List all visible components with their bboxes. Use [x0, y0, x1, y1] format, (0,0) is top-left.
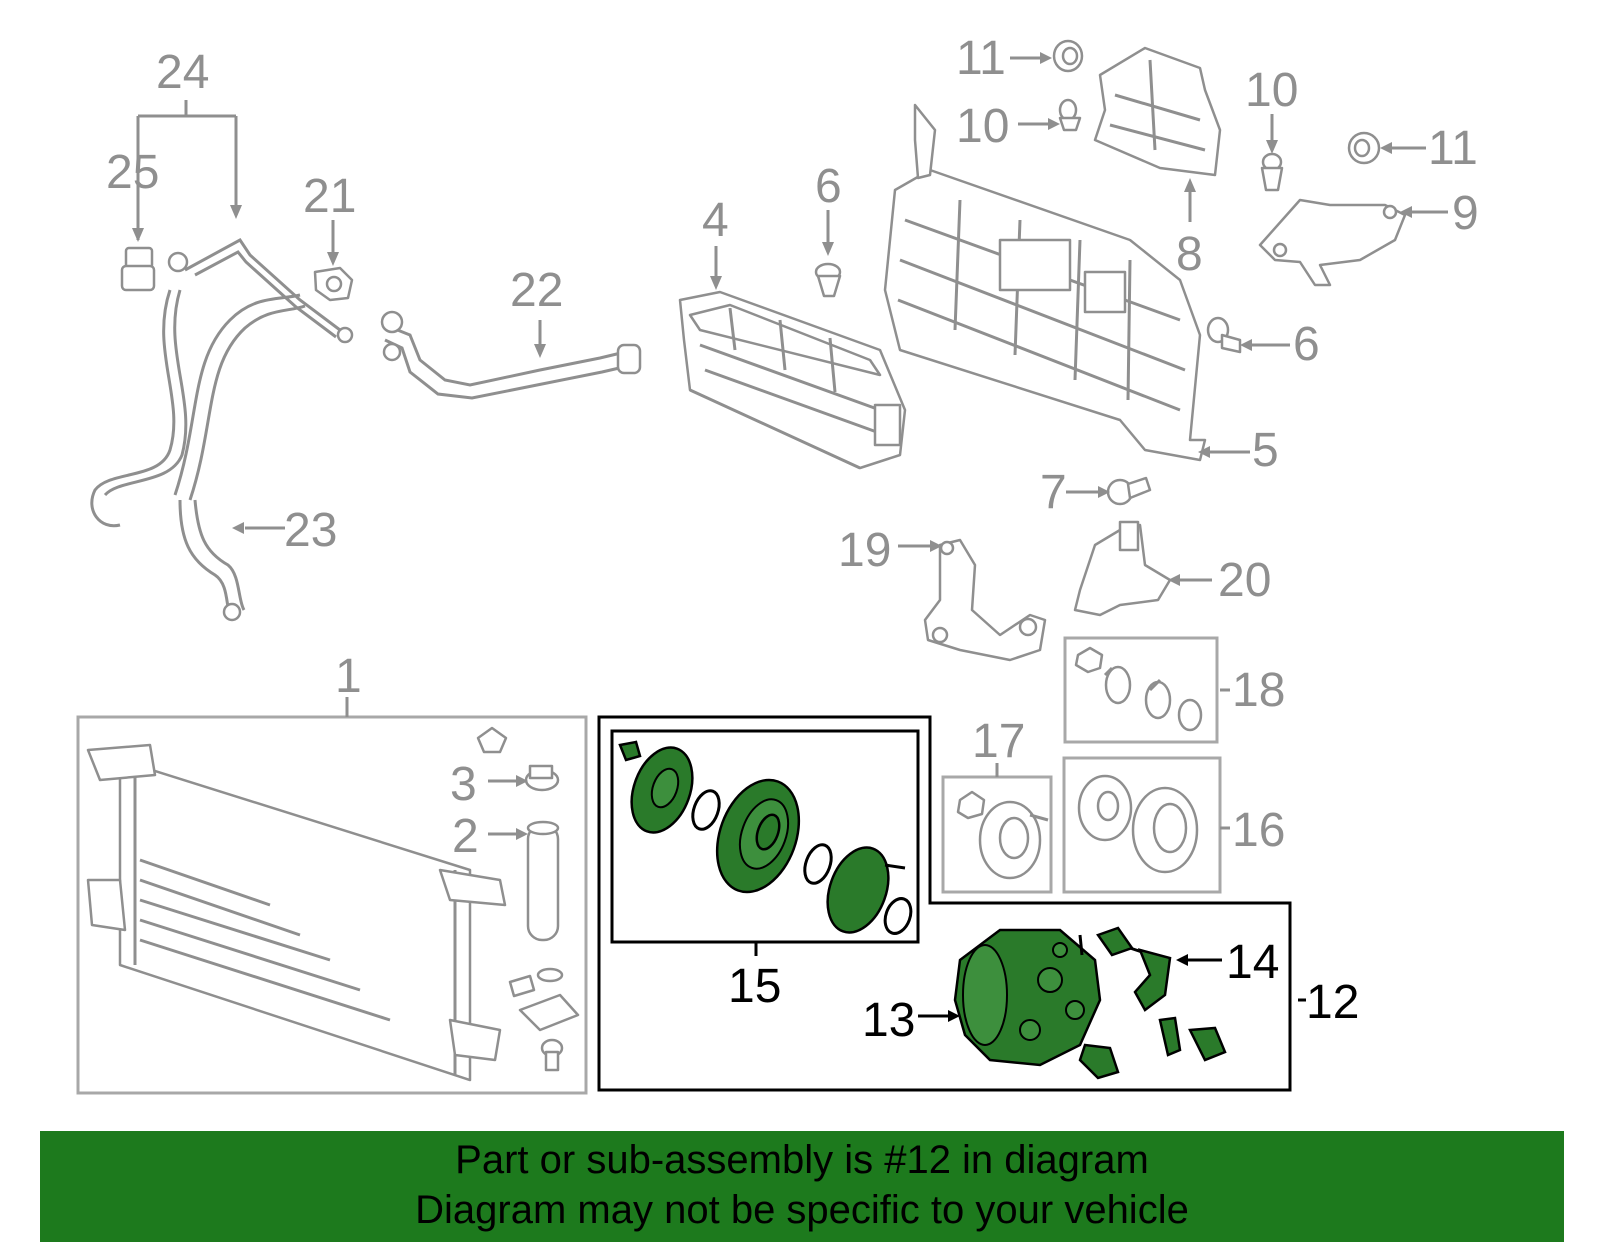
callout-2: 2 — [452, 810, 479, 863]
callout-11b: 11 — [1428, 122, 1478, 175]
callout-23: 23 — [284, 504, 337, 557]
clutch-assembly-15[interactable] — [618, 739, 915, 941]
callout-22: 22 — [510, 264, 563, 317]
callout-25: 25 — [106, 146, 159, 199]
callout-7: 7 — [1040, 466, 1067, 519]
callout-12: 12 — [1306, 976, 1359, 1029]
kit-16-frame — [1062, 756, 1222, 894]
callout-14: 14 — [1226, 936, 1279, 989]
hose-assembly-23[interactable] — [90, 238, 354, 622]
callout-3: 3 — [450, 758, 477, 811]
pressure-switch-25[interactable] — [120, 246, 156, 292]
callout-10b: 10 — [1245, 64, 1298, 117]
callout-20: 20 — [1218, 554, 1271, 607]
pulley-kit-16[interactable] — [1077, 774, 1199, 874]
callout-9: 9 — [1452, 187, 1479, 240]
callout-15: 15 — [728, 960, 781, 1013]
push-pin-6-b[interactable] — [1206, 316, 1242, 354]
callout-6a: 6 — [815, 160, 842, 213]
condenser-frame — [76, 715, 588, 1095]
callout-18: 18 — [1232, 664, 1285, 717]
seal-kit-18[interactable] — [1074, 646, 1203, 732]
clip-10-b[interactable] — [1260, 152, 1284, 192]
air-deflector-4[interactable] — [678, 290, 907, 470]
callout-17: 17 — [972, 715, 1025, 768]
switch-valve-14[interactable] — [1096, 926, 1227, 1062]
kit-18-frame — [1063, 636, 1219, 744]
callout-24: 24 — [156, 46, 209, 99]
condenser-1[interactable] — [86, 743, 507, 1082]
clutch-kit-frame — [610, 729, 920, 944]
compressor-assembly-frame — [597, 715, 1292, 1092]
info-banner: Part or sub-assembly is #12 in diagram D… — [40, 1131, 1564, 1242]
callout-8: 8 — [1176, 228, 1203, 281]
push-pin-6-a[interactable] — [814, 262, 842, 298]
bracket-9[interactable] — [1258, 198, 1407, 287]
nut-11-a[interactable] — [1052, 39, 1084, 73]
ac-line-22[interactable] — [380, 310, 642, 400]
radiator-support-5[interactable] — [883, 103, 1207, 462]
callout-10a: 10 — [956, 100, 1009, 153]
banner-line-1: Part or sub-assembly is #12 in diagram — [455, 1138, 1149, 1182]
callout-16: 16 — [1232, 804, 1285, 857]
callout-21: 21 — [303, 170, 356, 223]
callout-19: 19 — [838, 524, 891, 577]
clutch-coil-17[interactable] — [956, 790, 1049, 880]
valve-21[interactable] — [313, 266, 354, 302]
leader-24 — [136, 100, 238, 240]
nut-11-b[interactable] — [1347, 131, 1381, 165]
callout-6b: 6 — [1293, 318, 1320, 371]
compressor-13[interactable] — [953, 928, 1120, 1080]
bracket-8[interactable] — [1093, 46, 1222, 177]
callout-5: 5 — [1252, 424, 1279, 477]
clip-10-a[interactable] — [1058, 98, 1082, 132]
bracket-19[interactable] — [923, 538, 1047, 662]
callout-4: 4 — [702, 194, 729, 247]
bracket-20[interactable] — [1073, 520, 1172, 617]
callout-11a: 11 — [956, 32, 1006, 85]
callout-1: 1 — [335, 650, 362, 703]
drier-2[interactable] — [526, 820, 560, 942]
drier-hardware[interactable] — [508, 967, 580, 1072]
bolt-7[interactable] — [1106, 476, 1152, 506]
banner-line-2: Diagram may not be specific to your vehi… — [415, 1188, 1189, 1232]
callout-13: 13 — [862, 994, 915, 1047]
